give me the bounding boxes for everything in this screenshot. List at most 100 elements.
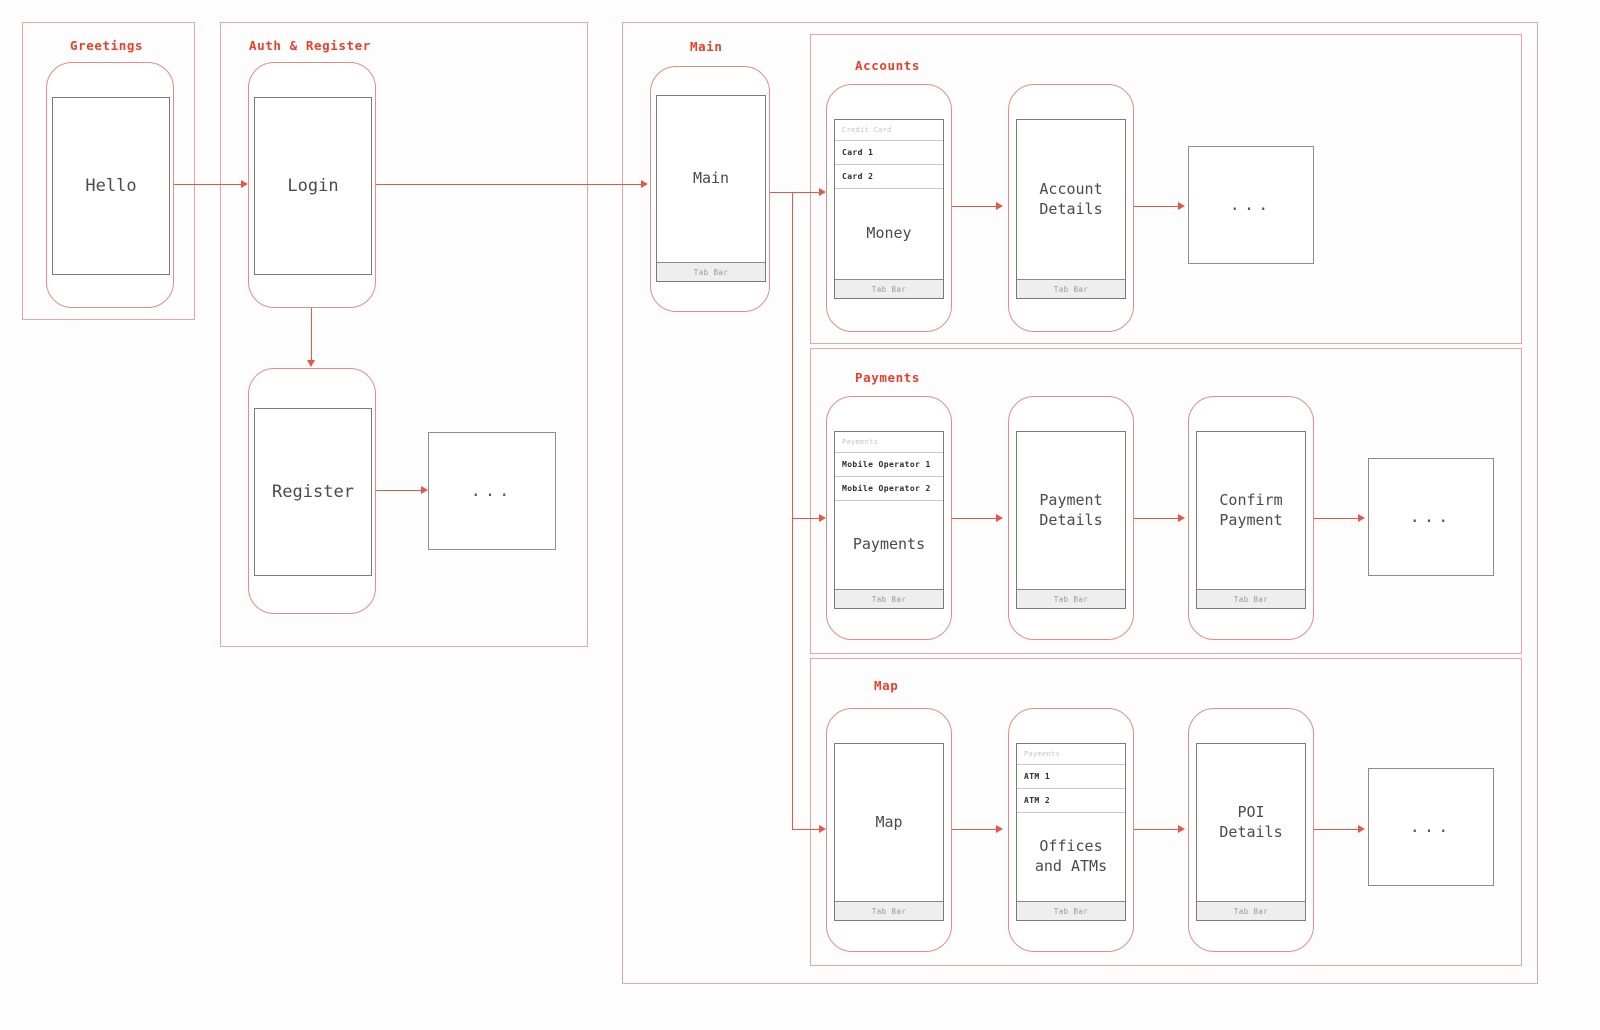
arrowhead-hello-to-login [241, 180, 248, 188]
tabbar-confirm-payment[interactable]: Tab Bar [1197, 589, 1305, 608]
group-map [810, 658, 1522, 966]
tabbar-main[interactable]: Tab Bar [657, 262, 765, 281]
arrowhead-main-to-payments [819, 514, 826, 522]
connector-login-to-main [376, 184, 641, 186]
phone-login[interactable]: Login [248, 62, 376, 308]
tabbar-money[interactable]: Tab Bar [835, 279, 943, 298]
connector-hello-to-login [174, 184, 241, 186]
screen-title-map: Map [875, 812, 903, 831]
phone-poi-details[interactable]: POI Details Tab Bar [1188, 708, 1314, 952]
connector-main-trunk-vertical [792, 192, 794, 830]
payments-list-row-2[interactable]: Mobile Operator 2 [835, 477, 943, 501]
connector-main-to-payments [792, 518, 819, 520]
phone-offices-atms[interactable]: Payments ATM 1 ATM 2 Offices and ATMs Ta… [1008, 708, 1134, 952]
group-greetings [22, 22, 195, 320]
screen-title-account-details: Account Details [1039, 179, 1103, 218]
tabbar-payments[interactable]: Tab Bar [835, 589, 943, 608]
phone-payments[interactable]: Payments Mobile Operator 1 Mobile Operat… [826, 396, 952, 640]
screen-title-payments: Payments [852, 535, 926, 554]
screen-title-payment-details: Payment Details [1039, 490, 1103, 529]
money-list-header: Credit Card [835, 120, 943, 141]
offices-list-row-1[interactable]: ATM 1 [1017, 765, 1125, 789]
connector-payments-to-payment-details [952, 518, 996, 520]
phone-account-details[interactable]: Account Details Tab Bar [1008, 84, 1134, 332]
screen-poi-details[interactable]: POI Details Tab Bar [1196, 743, 1306, 921]
offices-list-row-2[interactable]: ATM 2 [1017, 789, 1125, 813]
placeholder-payments-more: ... [1368, 458, 1494, 576]
screen-hello[interactable]: Hello [52, 97, 170, 275]
placeholder-accounts-more: ... [1188, 146, 1314, 264]
phone-register[interactable]: Register [248, 368, 376, 614]
group-auth-register [220, 22, 588, 647]
screen-title-confirm-payment: Confirm Payment [1219, 490, 1283, 529]
arrowhead-confirm-to-more [1358, 514, 1365, 522]
screen-map[interactable]: Map Tab Bar [834, 743, 944, 921]
connector-confirm-to-more [1314, 518, 1358, 520]
screen-payment-details[interactable]: Payment Details Tab Bar [1016, 431, 1126, 609]
screen-confirm-payment[interactable]: Confirm Payment Tab Bar [1196, 431, 1306, 609]
arrowhead-poi-to-more [1358, 825, 1365, 833]
screen-title-offices-atms: Offices and ATMs [1034, 837, 1108, 875]
tabbar-offices-atms[interactable]: Tab Bar [1017, 901, 1125, 920]
money-list-row-2[interactable]: Card 2 [835, 165, 943, 189]
connector-money-to-account-details [952, 206, 996, 208]
money-list-row-1[interactable]: Card 1 [835, 141, 943, 165]
tabbar-account-details[interactable]: Tab Bar [1017, 279, 1125, 298]
arrowhead-login-to-main [641, 180, 648, 188]
connector-map-to-offices [952, 829, 996, 831]
arrowhead-payments-to-payment-details [996, 514, 1003, 522]
group-label-main: Main [690, 39, 723, 54]
screen-title-poi-details: POI Details [1219, 802, 1283, 841]
screen-offices-atms[interactable]: Payments ATM 1 ATM 2 Offices and ATMs Ta… [1016, 743, 1126, 921]
connector-offices-to-poi [1134, 829, 1178, 831]
phone-confirm-payment[interactable]: Confirm Payment Tab Bar [1188, 396, 1314, 640]
arrowhead-main-to-map [819, 825, 826, 833]
arrowhead-offices-to-poi [1178, 825, 1185, 833]
connector-payment-details-to-confirm [1134, 518, 1178, 520]
connector-register-to-more [376, 490, 421, 492]
tabbar-payment-details[interactable]: Tab Bar [1017, 589, 1125, 608]
placeholder-register-more-label: ... [470, 481, 514, 501]
group-label-auth-register: Auth & Register [249, 38, 371, 53]
payments-list-row-1[interactable]: Mobile Operator 1 [835, 453, 943, 477]
connector-login-to-register [311, 308, 313, 360]
screen-register[interactable]: Register [254, 408, 372, 576]
connector-main-to-map [792, 829, 819, 831]
offices-list-header: Payments [1017, 744, 1125, 765]
screen-money[interactable]: Credit Card Card 1 Card 2 Money Tab Bar [834, 119, 944, 299]
screen-title-main: Main [692, 169, 730, 188]
phone-hello[interactable]: Hello [46, 62, 174, 308]
group-label-payments: Payments [855, 370, 921, 385]
connector-account-details-to-more [1134, 206, 1178, 208]
screen-account-details[interactable]: Account Details Tab Bar [1016, 119, 1126, 299]
phone-payment-details[interactable]: Payment Details Tab Bar [1008, 396, 1134, 640]
screen-login[interactable]: Login [254, 97, 372, 275]
connector-main-trunk-out [770, 192, 793, 194]
screen-main[interactable]: Main Tab Bar [656, 95, 766, 282]
phone-money[interactable]: Credit Card Card 1 Card 2 Money Tab Bar [826, 84, 952, 332]
arrowhead-login-to-register [307, 360, 315, 367]
screen-payments[interactable]: Payments Mobile Operator 1 Mobile Operat… [834, 431, 944, 609]
group-payments [810, 348, 1522, 654]
placeholder-accounts-more-label: ... [1229, 195, 1273, 215]
arrowhead-money-to-account-details [996, 202, 1003, 210]
connector-main-to-money [792, 192, 819, 194]
arrowhead-payment-details-to-confirm [1178, 514, 1185, 522]
arrowhead-account-details-to-more [1178, 202, 1185, 210]
phone-map[interactable]: Map Tab Bar [826, 708, 952, 952]
placeholder-map-more-label: ... [1409, 817, 1453, 837]
payments-list-header: Payments [835, 432, 943, 453]
arrowhead-register-to-more [421, 486, 428, 494]
phone-main[interactable]: Main Tab Bar [650, 66, 770, 312]
screen-title-money: Money [866, 224, 912, 243]
arrowhead-main-to-money [819, 188, 826, 196]
connector-poi-to-more [1314, 829, 1358, 831]
group-main [622, 22, 1538, 984]
tabbar-poi-details[interactable]: Tab Bar [1197, 901, 1305, 920]
arrowhead-map-to-offices [996, 825, 1003, 833]
group-accounts [810, 34, 1522, 344]
tabbar-map[interactable]: Tab Bar [835, 901, 943, 920]
group-label-map: Map [874, 678, 899, 693]
placeholder-map-more: ... [1368, 768, 1494, 886]
